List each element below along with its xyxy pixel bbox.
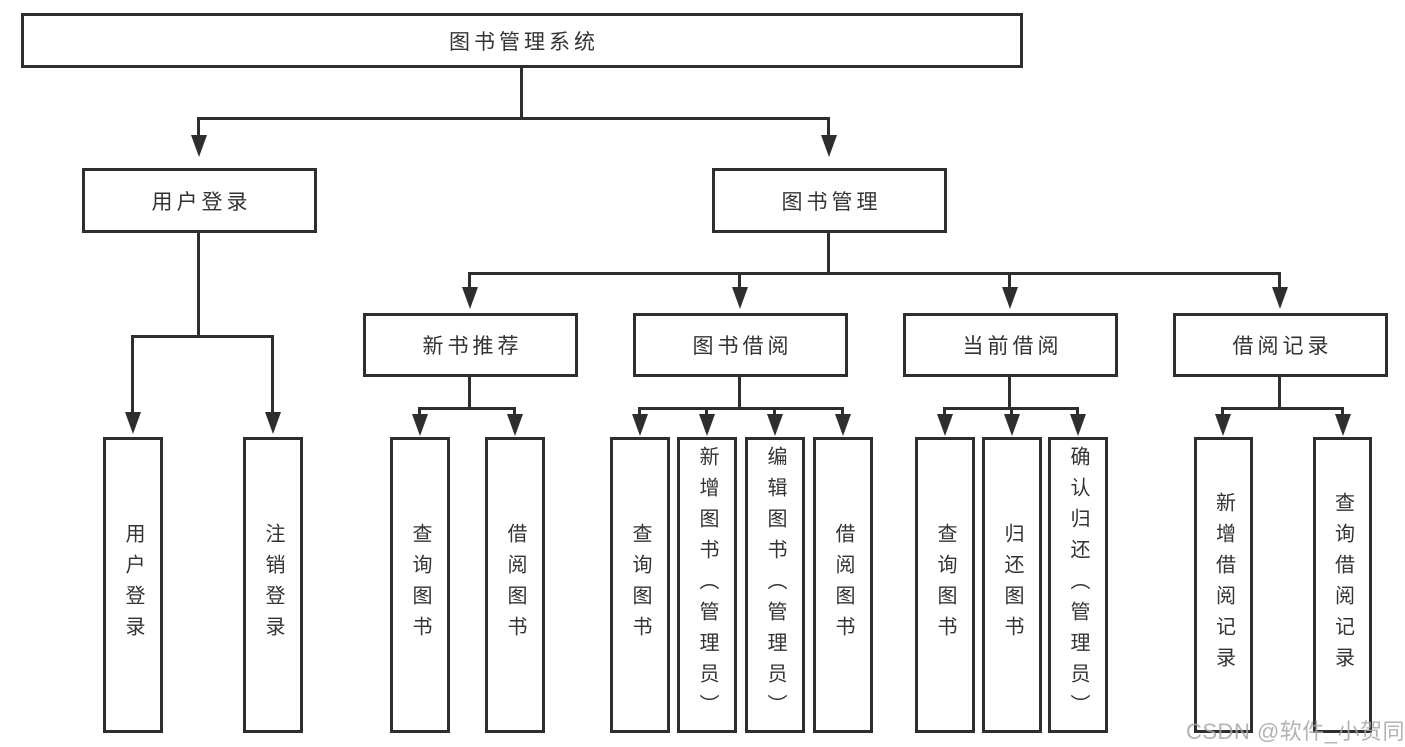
arrow-to-leaf-confirm-return (1076, 407, 1079, 415)
arrow-to-leaf-user-login (131, 335, 134, 413)
connector-new-book-recommend-stem (468, 374, 471, 409)
leaf-add-borrow-record-label: 新增借阅记录 (1212, 492, 1235, 678)
leaf-query-books-2: 查询图书 (610, 437, 670, 733)
connector-current-borrow-stem (1008, 374, 1011, 409)
connector-root-stem (520, 66, 523, 118)
arrow-to-leaf-logout (271, 335, 274, 413)
arrow-to-leaf-query-books-1 (418, 407, 421, 415)
leaf-edit-book-admin-label: 编辑图书（管理员） (764, 445, 786, 725)
leaf-borrow-books-1-label: 借阅图书 (504, 523, 526, 647)
connector-borrow-records-bar (1221, 407, 1344, 410)
node-user-login-label: 用户登录 (151, 190, 252, 214)
leaf-add-book-admin-label: 新增图书（管理员） (696, 445, 718, 725)
leaf-return-book: 归还图书 (982, 437, 1042, 733)
connector-book-borrow-stem (738, 374, 741, 409)
connector-user-login-bar (131, 335, 274, 338)
arrow-to-book-management (827, 117, 830, 136)
leaf-add-borrow-record: 新增借阅记录 (1194, 437, 1253, 733)
leaf-borrow-books-2-label: 借阅图书 (832, 523, 854, 647)
leaf-query-borrow-record: 查询借阅记录 (1313, 437, 1372, 733)
node-book-management: 图书管理 (712, 168, 947, 233)
leaf-user-login-label: 用户登录 (122, 523, 144, 647)
connector-user-login-stem (197, 231, 200, 337)
leaf-query-borrow-record-label: 查询借阅记录 (1331, 492, 1354, 678)
arrow-to-leaf-return-book (1010, 407, 1013, 415)
arrow-to-book-borrow (738, 272, 741, 288)
arrow-to-leaf-borrow-books-1 (513, 407, 516, 415)
csdn-watermark: CSDN @软件_小贺同学 (1186, 719, 1405, 744)
leaf-logout: 注销登录 (243, 437, 303, 733)
leaf-return-book-label: 归还图书 (1001, 523, 1023, 647)
arrow-to-new-book-recommend (468, 272, 471, 288)
node-new-book-recommend: 新书推荐 (363, 313, 578, 377)
node-borrow-records-label: 借阅记录 (1232, 335, 1333, 358)
arrow-to-leaf-edit-book (773, 407, 776, 415)
arrow-to-leaf-query-books-3 (943, 407, 946, 415)
node-book-management-label: 图书管理 (781, 190, 882, 214)
leaf-confirm-return-admin-label: 确认归还（管理员） (1067, 445, 1089, 725)
node-new-book-recommend-label: 新书推荐 (422, 335, 523, 358)
root-node-label: 图书管理系统 (449, 30, 599, 54)
arrow-to-user-login (197, 117, 200, 136)
node-book-borrow-label: 图书借阅 (692, 335, 793, 358)
arrow-to-leaf-query-borrow-record (1341, 407, 1344, 415)
arrow-to-leaf-query-books-2 (638, 407, 641, 415)
node-book-borrow: 图书借阅 (633, 313, 848, 377)
leaf-query-books-2-label: 查询图书 (629, 523, 651, 647)
leaf-borrow-books-2: 借阅图书 (813, 437, 873, 733)
node-borrow-records: 借阅记录 (1173, 313, 1388, 377)
leaf-edit-book-admin: 编辑图书（管理员） (745, 437, 805, 733)
connector-level3-bar (468, 272, 1281, 275)
leaf-add-book-admin: 新增图书（管理员） (677, 437, 737, 733)
connector-borrow-records-stem (1278, 374, 1281, 409)
arrow-to-leaf-add-book (705, 407, 708, 415)
node-current-borrow: 当前借阅 (903, 313, 1118, 377)
arrow-to-leaf-borrow-books-2 (841, 407, 844, 415)
connector-book-management-stem (827, 231, 830, 275)
leaf-query-books-1-label: 查询图书 (409, 523, 431, 647)
node-current-borrow-label: 当前借阅 (962, 335, 1063, 358)
leaf-query-books-1: 查询图书 (390, 437, 450, 733)
connector-new-book-recommend-bar (418, 407, 516, 410)
node-user-login: 用户登录 (82, 168, 317, 233)
arrow-to-borrow-records (1278, 272, 1281, 288)
connector-level1-bar (197, 117, 830, 120)
root-node: 图书管理系统 (21, 13, 1023, 68)
leaf-borrow-books-1: 借阅图书 (485, 437, 545, 733)
leaf-query-books-3: 查询图书 (915, 437, 975, 733)
arrow-to-leaf-add-borrow-record (1221, 407, 1224, 415)
leaf-logout-label: 注销登录 (262, 523, 284, 647)
arrow-to-current-borrow (1008, 272, 1011, 288)
connector-book-borrow-bar (638, 407, 844, 410)
leaf-user-login: 用户登录 (103, 437, 163, 733)
leaf-confirm-return-admin: 确认归还（管理员） (1048, 437, 1108, 733)
leaf-query-books-3-label: 查询图书 (934, 523, 956, 647)
